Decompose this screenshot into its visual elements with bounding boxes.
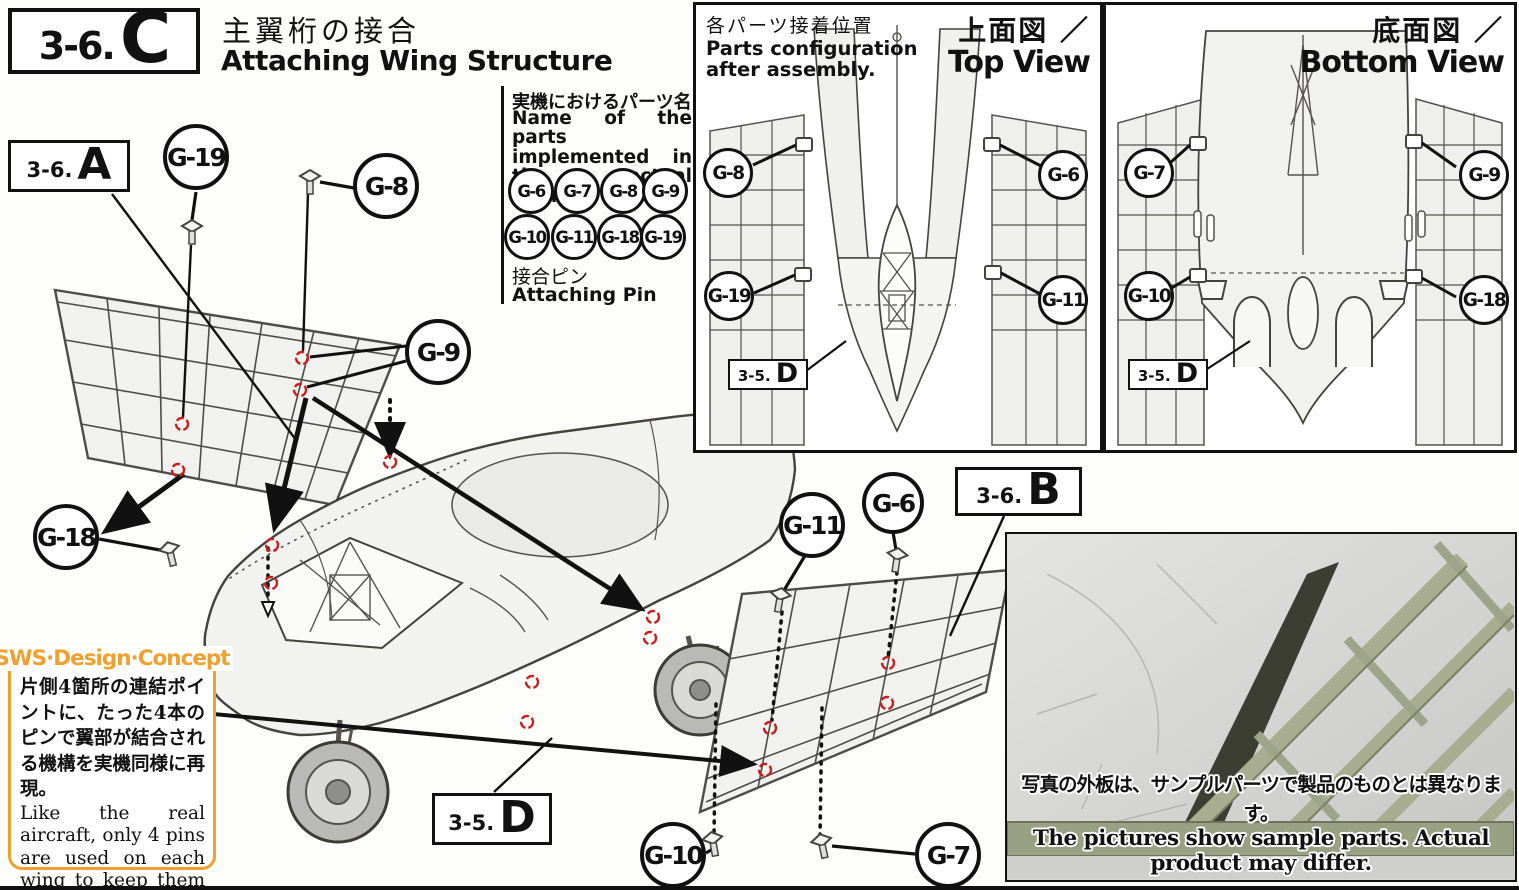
front-wheel <box>286 719 390 844</box>
ref-letter: D <box>499 791 536 843</box>
main-illustration <box>53 169 1010 861</box>
callout-g18-bottom-view: G-18 <box>1459 275 1509 325</box>
callout-g19-top-view: G-19 <box>704 271 754 321</box>
part-chip-g6: G-6 <box>508 168 554 214</box>
callout-g9: G-9 <box>405 319 471 385</box>
callout-g8-top-view: G-8 <box>703 148 753 198</box>
callout-g10-bottom-view: G-10 <box>1124 271 1174 321</box>
ref-letter: D <box>1175 357 1199 389</box>
callout-g19: G-19 <box>163 124 229 190</box>
bottom-view-panel: 底面図 ／ Bottom View G-7 G-9 G-10 G-18 3-5.… <box>1103 2 1517 453</box>
photo-graphic <box>1007 534 1514 879</box>
callout-g9-bottom-view: G-9 <box>1459 150 1509 200</box>
callout-g10: G-10 <box>640 822 706 888</box>
ref-code: 3-6. <box>26 158 73 182</box>
sws-design-concept-box: SWS·Design·Concept 片側4箇所の連結ポイントに、たった4本のピ… <box>0 646 233 890</box>
top-view-title-japanese: 上面図 ／ <box>958 14 1090 47</box>
part-chip-g10: G-10 <box>504 214 550 260</box>
step-letter: C <box>119 0 171 79</box>
page-title-japanese: 主翼桁の接合 <box>222 14 421 48</box>
ref-3-5-d-main: 3-5. D <box>432 791 552 845</box>
callout-g11: G-11 <box>779 492 845 558</box>
top-view-title: 上面図 ／ Top View <box>947 9 1091 80</box>
sws-design-concept-title: SWS·Design·Concept <box>0 646 233 671</box>
part-chip-g8: G-8 <box>600 168 646 214</box>
pin-insertion-paths <box>712 570 899 840</box>
photo-caption-english: The pictures show sample parts. Actual p… <box>1032 826 1490 876</box>
page-title: Attaching Wing Structure <box>221 44 613 77</box>
part-chip-g18: G-18 <box>597 214 643 260</box>
callout-g8: G-8 <box>353 153 419 219</box>
ref-code: 3-5. <box>1137 367 1171 385</box>
ref-code: 3-5. <box>737 367 771 385</box>
step-code: 3-6. <box>38 24 116 68</box>
photo-caption: 写真の外板は、サンプルパーツで製品のものとは異なります。 The picture… <box>1007 768 1515 876</box>
ref-3-5-d-top-view: 3-5. D <box>728 357 808 390</box>
sample-parts-photo: 写真の外板は、サンプルパーツで製品のものとは異なります。 The picture… <box>1005 532 1517 882</box>
photo-caption-japanese: 写真の外板は、サンプルパーツで製品のものとは異なります。 <box>1020 773 1502 825</box>
ref-code: 3-5. <box>448 811 495 835</box>
callout-g7-bottom-view: G-7 <box>1124 148 1174 198</box>
step-label-box: 3-6. C <box>8 0 200 79</box>
part-chip-g11: G-11 <box>551 214 597 260</box>
part-chip-g9: G-9 <box>642 168 688 214</box>
ref-3-5-d-bottom-view: 3-5. D <box>1128 357 1208 390</box>
ref-letter: A <box>77 138 112 190</box>
top-view-panel: 各パーツ接着位置 Parts configuration after assem… <box>693 2 1103 453</box>
ref-3-6-b: 3-6. B <box>955 464 1082 516</box>
callout-g7: G-7 <box>915 822 981 888</box>
top-view-note: 各パーツ接着位置 Parts configuration after assem… <box>706 11 917 81</box>
ref-code: 3-6. <box>976 483 1023 508</box>
top-view-note-line2: after assembly. <box>706 58 876 82</box>
callout-g6-top-view: G-6 <box>1038 150 1088 200</box>
top-view-note-line1: Parts configuration <box>706 37 918 60</box>
bottom-view-title: 底面図 ／ Bottom View <box>1299 9 1505 80</box>
callout-g6: G-6 <box>862 472 924 534</box>
top-view-title-english: Top View <box>947 45 1091 80</box>
left-wing-structure <box>53 288 402 507</box>
ref-letter: D <box>775 357 799 389</box>
ref-3-6-a: 3-6. A <box>8 138 130 192</box>
pin-label-japanese: 接合ピン <box>512 266 589 288</box>
top-view-note-japanese: 各パーツ接着位置 <box>706 15 874 37</box>
concept-body-english: Like the real aircraft, only 4 pins are … <box>20 802 205 890</box>
ref-letter: B <box>1027 464 1061 515</box>
bottom-view-title-japanese: 底面図 ／ <box>1372 14 1504 47</box>
legend-heading-japanese: 実機におけるパーツ名 <box>512 92 692 113</box>
part-chip-g19: G-19 <box>640 214 686 260</box>
callout-g18: G-18 <box>33 504 99 570</box>
callout-g11-top-view: G-11 <box>1038 275 1088 325</box>
concept-body-japanese: 片側4箇所の連結ポイントに、たった4本のピンで翼部が結合される機構を実機同様に再… <box>20 677 206 801</box>
part-chip-g7: G-7 <box>554 168 600 214</box>
pin-label: Attaching Pin <box>512 284 657 306</box>
page-bottom-rule <box>0 886 1519 890</box>
legend-divider <box>501 86 504 304</box>
bottom-view-title-english: Bottom View <box>1299 45 1505 80</box>
